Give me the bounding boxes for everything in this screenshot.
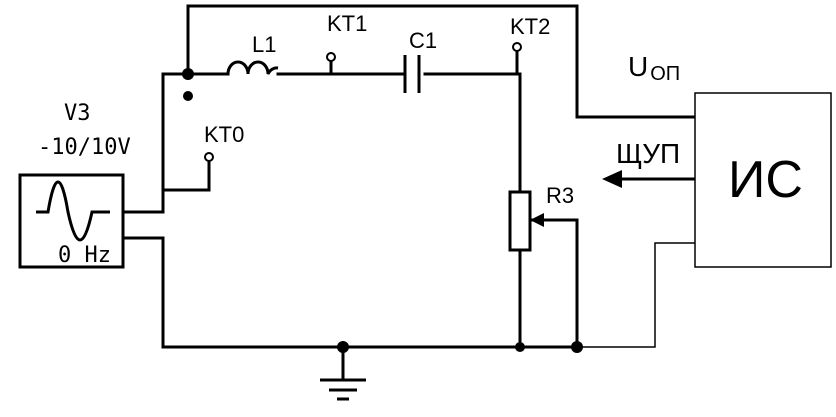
capacitor-label: C1	[409, 28, 437, 53]
source-name-label: V3	[64, 101, 91, 126]
kt1-label: KT1	[327, 11, 367, 36]
device-label: ИС	[728, 151, 803, 209]
probe-label: ЩУП	[616, 138, 680, 169]
source-range-label: -10/10V	[38, 135, 131, 160]
ic-box	[694, 92, 832, 268]
kt0-label: KT0	[204, 122, 244, 147]
ground-symbol	[320, 347, 366, 401]
inductor-label: L1	[252, 32, 276, 57]
test-point-kt1	[326, 52, 336, 62]
inductor-l1	[226, 60, 279, 75]
test-point-kt2	[512, 42, 522, 52]
test-point-kt0	[204, 152, 214, 162]
sine-wave-icon	[36, 180, 110, 242]
test-points	[204, 42, 522, 162]
source-freq-label: 0 Hz	[58, 243, 111, 268]
wires	[121, 4, 697, 349]
voltage-source-v3	[18, 173, 125, 269]
probe-arrow-icon	[602, 170, 622, 188]
potentiometer-r3	[508, 190, 544, 252]
kt2-label: KT2	[510, 14, 550, 39]
capacitor-c1	[378, 55, 421, 93]
junction-dots	[182, 68, 583, 353]
resistor-label: R3	[546, 183, 574, 208]
